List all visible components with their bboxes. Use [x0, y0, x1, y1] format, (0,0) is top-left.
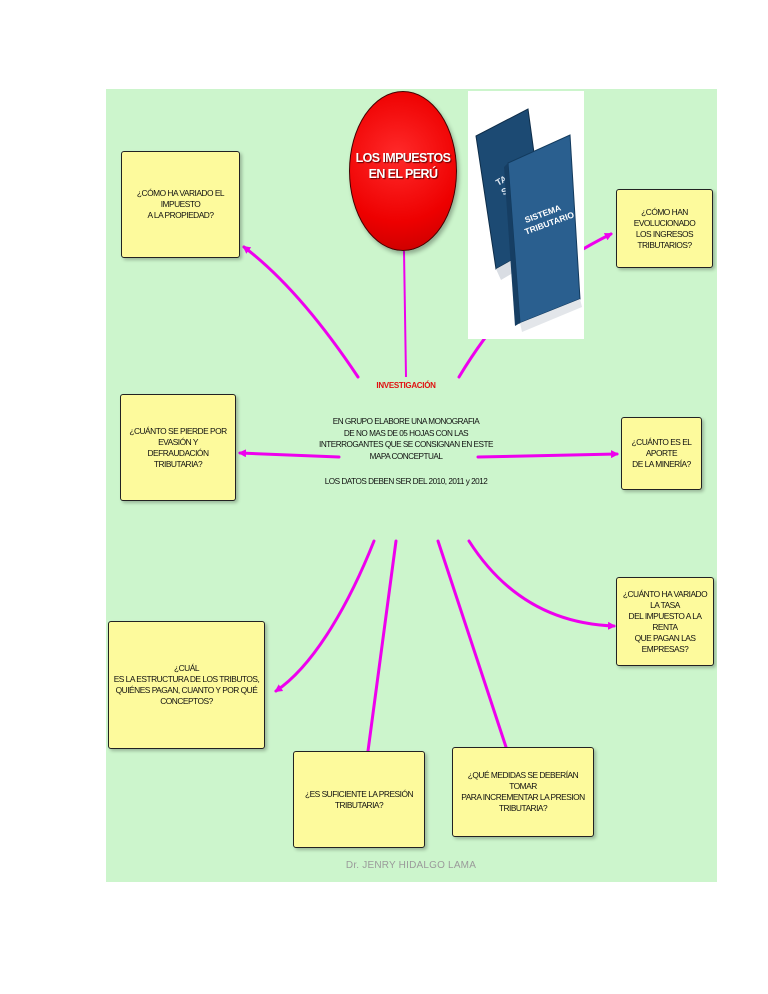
center-node: INVESTIGACIÓN EN GRUPO ELABORE UNA MONOG… [316, 381, 496, 486]
question-text: ¿ES SUFICIENTE LA PRESIÓN TRIBUTARIA? [304, 788, 414, 810]
question-text: ¿CUÁNTO ES EL APORTE DE LA MINERÍA? [631, 437, 692, 469]
question-box-suficiente: ¿ES SUFICIENTE LA PRESIÓN TRIBUTARIA? [293, 751, 425, 848]
line-to-suficiente [366, 539, 398, 753]
map-title: LOS IMPUESTOS EN EL PERÚ [355, 151, 451, 181]
arrow-to-estructura [274, 539, 376, 693]
question-text: ¿CÓMO HAN EVOLUCIONADO LOS INGRESOS TRIB… [633, 206, 696, 250]
center-heading: INVESTIGACIÓN [376, 381, 436, 390]
question-box-estructura: ¿CUÁL ES LA ESTRUCTURA DE LOS TRIBUTOS, … [108, 621, 265, 749]
question-text: ¿CUÁL ES LA ESTRUCTURA DE LOS TRIBUTOS, … [113, 663, 260, 706]
arrow-to-evasion [238, 449, 341, 459]
center-instructions: EN GRUPO ELABORE UNA MONOGRAFIA DE NO MA… [319, 417, 493, 461]
question-box-medidas: ¿QUÉ MEDIDAS SE DEBERÍAN TOMAR PARA INCR… [452, 747, 594, 837]
question-box-evasion: ¿CUÁNTO SE PIERDE POR EVASIÓN Y DEFRAUDA… [120, 394, 236, 501]
question-text: ¿CUÁNTO HA VARIADO LA TASA DEL IMPUESTO … [622, 588, 708, 654]
line-to-medidas [436, 539, 508, 749]
center-dates: LOS DATOS DEBEN SER DEL 2010, 2011 y 201… [324, 477, 488, 486]
front-book: SISTEMATRIBUTARIO [504, 134, 582, 332]
question-box-ingresos: ¿CÓMO HAN EVOLUCIONADO LOS INGRESOS TRIB… [616, 189, 713, 268]
question-box-propiedad: ¿CÓMO HA VARIADO EL IMPUESTO A LA PROPIE… [121, 151, 240, 258]
question-box-renta: ¿CUÁNTO HA VARIADO LA TASA DEL IMPUESTO … [616, 577, 714, 666]
concept-map: LOS IMPUESTOS EN EL PERÚ TAXATISYST SIST… [106, 89, 717, 882]
question-box-mineria: ¿CUÁNTO ES EL APORTE DE LA MINERÍA? [621, 417, 702, 490]
tax-books-illustration: TAXATISYST SISTEMATRIBUTARIO [475, 108, 582, 332]
arrow-to-renta [467, 539, 616, 630]
question-text: ¿CÓMO HA VARIADO EL IMPUESTO A LA PROPIE… [136, 188, 225, 220]
author-credit: Dr. JENRY HIDALGO LAMA [345, 860, 477, 871]
arrow-to-propiedad [242, 245, 360, 379]
question-text: ¿CUÁNTO SE PIERDE POR EVASIÓN Y DEFRAUDA… [129, 425, 227, 469]
books-image: TAXATISYST SISTEMATRIBUTARIO [468, 91, 584, 339]
question-text: ¿QUÉ MEDIDAS SE DEBERÍAN TOMAR PARA INCR… [461, 770, 585, 813]
title-circle: LOS IMPUESTOS EN EL PERÚ [349, 91, 457, 251]
arrow-to-mineria [476, 450, 619, 459]
connector-layer [238, 232, 619, 753]
connector-title-center [403, 250, 407, 378]
